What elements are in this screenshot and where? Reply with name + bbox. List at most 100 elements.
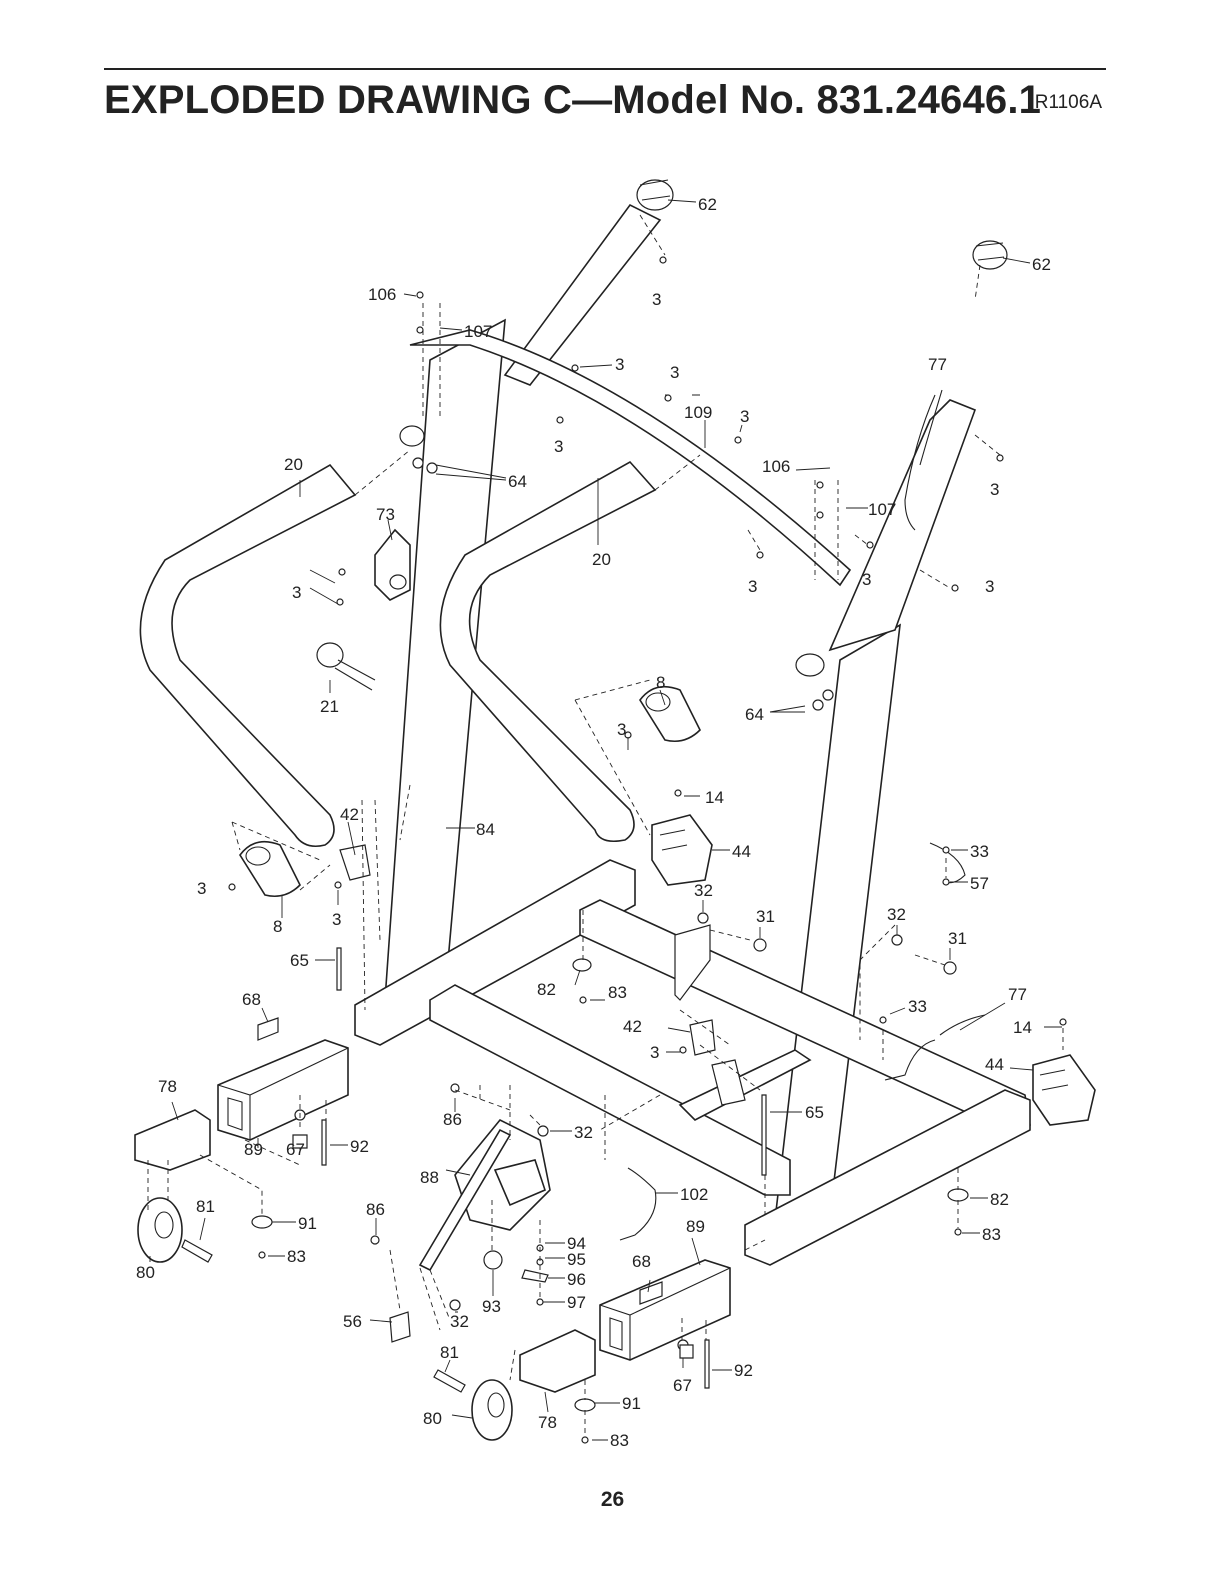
callout-3: 3: [615, 355, 624, 374]
callout-64: 64: [745, 705, 764, 724]
callout-109: 109: [684, 403, 712, 422]
leveling-foot-82-front: [948, 1189, 968, 1201]
callout-20: 20: [592, 550, 611, 569]
callout-91: 91: [622, 1394, 641, 1413]
callout-81: 81: [440, 1343, 459, 1362]
callout-14: 14: [1013, 1018, 1032, 1037]
left-upright-tube: [385, 320, 505, 1004]
page-title: EXPLODED DRAWING C—Model No. 831.24646.1: [104, 78, 1041, 123]
callout-14: 14: [705, 788, 724, 807]
callout-3: 3: [617, 720, 626, 739]
bolt-65-center: [762, 1095, 766, 1175]
callout-3: 3: [650, 1043, 659, 1062]
callout-78: 78: [158, 1077, 177, 1096]
clip-67-right: [680, 1345, 693, 1358]
wheel-housing-78-left: [135, 1110, 210, 1170]
wheel-80-left: [138, 1198, 182, 1262]
callout-56: 56: [343, 1312, 362, 1331]
foot-91-right: [575, 1399, 595, 1411]
callout-96: 96: [567, 1270, 586, 1289]
callout-88: 88: [420, 1168, 439, 1187]
bolt-65-left: [337, 948, 341, 990]
callout-68: 68: [632, 1252, 651, 1271]
bracket-42-left: [340, 845, 370, 880]
revision-code: R1106A: [1035, 92, 1102, 114]
callout-83: 83: [287, 1247, 306, 1266]
wire-harness-102: [620, 1168, 656, 1240]
callout-106: 106: [762, 457, 790, 476]
callout-21: 21: [320, 697, 339, 716]
stabilizer-44-front: [1033, 1055, 1095, 1125]
pulse-grip-cover-8-right: [640, 687, 700, 742]
bolt-92-right: [705, 1340, 709, 1388]
callout-42: 42: [623, 1017, 642, 1036]
callout-92: 92: [350, 1137, 369, 1156]
wheel-housing-78-right: [520, 1330, 595, 1392]
pulse-grip-cover-8-left: [240, 842, 300, 897]
end-cap-62-right: [973, 241, 1007, 269]
callout-95: 95: [567, 1250, 586, 1269]
disk-93: [484, 1251, 502, 1269]
callout-57: 57: [970, 874, 989, 893]
callout-67: 67: [286, 1140, 305, 1159]
callout-86: 86: [443, 1110, 462, 1129]
callout-84: 84: [476, 820, 495, 839]
callout-92: 92: [734, 1361, 753, 1380]
callout-91: 91: [298, 1214, 317, 1233]
right-upright-tube: [775, 625, 900, 1224]
callout-33: 33: [908, 997, 927, 1016]
callout-80: 80: [136, 1263, 155, 1282]
callout-77: 77: [1008, 985, 1027, 1004]
callout-77: 77: [928, 355, 947, 374]
callout-86: 86: [366, 1200, 385, 1219]
callout-33: 33: [970, 842, 989, 861]
right-upper-tube: [830, 400, 975, 650]
callout-3: 3: [748, 577, 757, 596]
callout-83: 83: [982, 1225, 1001, 1244]
callout-31: 31: [756, 907, 775, 926]
callout-3: 3: [554, 437, 563, 456]
pin-knob-21: [317, 643, 375, 690]
callout-31: 31: [948, 929, 967, 948]
callout-83: 83: [608, 983, 627, 1002]
callout-82: 82: [990, 1190, 1009, 1209]
callout-8: 8: [656, 673, 665, 692]
incline-motor-88: [420, 1120, 550, 1270]
callout-62: 62: [698, 195, 717, 214]
callout-89: 89: [686, 1217, 705, 1236]
callout-62: 62: [1032, 255, 1051, 274]
wheel-80-right: [472, 1380, 512, 1440]
callout-3: 3: [197, 879, 206, 898]
callout-106: 106: [368, 285, 396, 304]
callout-3: 3: [862, 570, 871, 589]
callout-32: 32: [574, 1123, 593, 1142]
callout-3: 3: [332, 910, 341, 929]
callout-93: 93: [482, 1297, 501, 1316]
foot-91-left: [252, 1216, 272, 1228]
stabilizer-44-rear: [652, 815, 712, 885]
callout-102: 102: [680, 1185, 708, 1204]
callout-20: 20: [284, 455, 303, 474]
callout-44: 44: [985, 1055, 1004, 1074]
axle-81-left: [182, 1240, 212, 1262]
end-cap-62-left: [637, 180, 673, 210]
callout-107: 107: [464, 322, 492, 341]
callout-65: 65: [805, 1103, 824, 1122]
page-number: 26: [0, 1488, 1225, 1512]
callout-68: 68: [242, 990, 261, 1009]
callout-44: 44: [732, 842, 751, 861]
callout-89: 89: [244, 1140, 263, 1159]
callout-80: 80: [423, 1409, 442, 1428]
callout-32: 32: [694, 881, 713, 900]
callout-67: 67: [673, 1376, 692, 1395]
axle-81-right: [434, 1370, 465, 1392]
callout-42: 42: [340, 805, 359, 824]
clip-56: [390, 1312, 410, 1342]
callout-73: 73: [376, 505, 395, 524]
callout-97: 97: [567, 1293, 586, 1312]
callout-82: 82: [537, 980, 556, 999]
left-tube-end: [400, 426, 424, 446]
callout-65: 65: [290, 951, 309, 970]
callout-3: 3: [990, 480, 999, 499]
